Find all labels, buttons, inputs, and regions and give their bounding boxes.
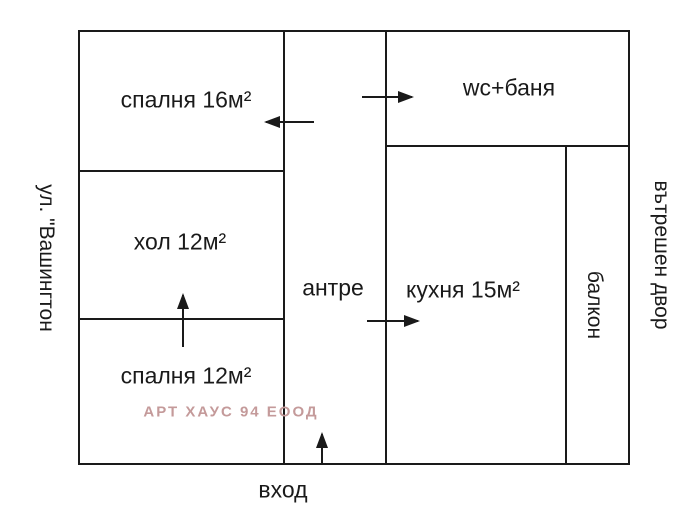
wall-corridor-right	[385, 30, 387, 465]
entrance-label: вход	[258, 476, 308, 503]
apartment-outline	[78, 30, 630, 465]
room-label-bedroom16: спалня 16м²	[120, 86, 252, 113]
courtyard-label: вътрешен двор	[650, 180, 673, 330]
wall-bedroom16-hall	[78, 170, 285, 172]
wall-kitchen-balcony	[565, 147, 567, 465]
room-label-bedroom12: спалня 12м²	[120, 362, 252, 389]
wall-corridor-left	[283, 30, 285, 465]
room-label-wc-bath: wc+баня	[462, 74, 556, 101]
room-label-balcony: балкон	[583, 270, 606, 340]
street-label: ул. "Вашингтон	[35, 184, 58, 332]
room-label-hall: хол 12м²	[133, 228, 227, 255]
watermark-text: АРТ ХАУС 94 ЕООД	[143, 403, 319, 421]
wall-wc-kitchen	[387, 145, 630, 147]
room-label-kitchen: кухня 15м²	[406, 276, 520, 303]
wall-hall-bedroom12	[78, 318, 285, 320]
room-label-antre: антре	[302, 274, 364, 301]
